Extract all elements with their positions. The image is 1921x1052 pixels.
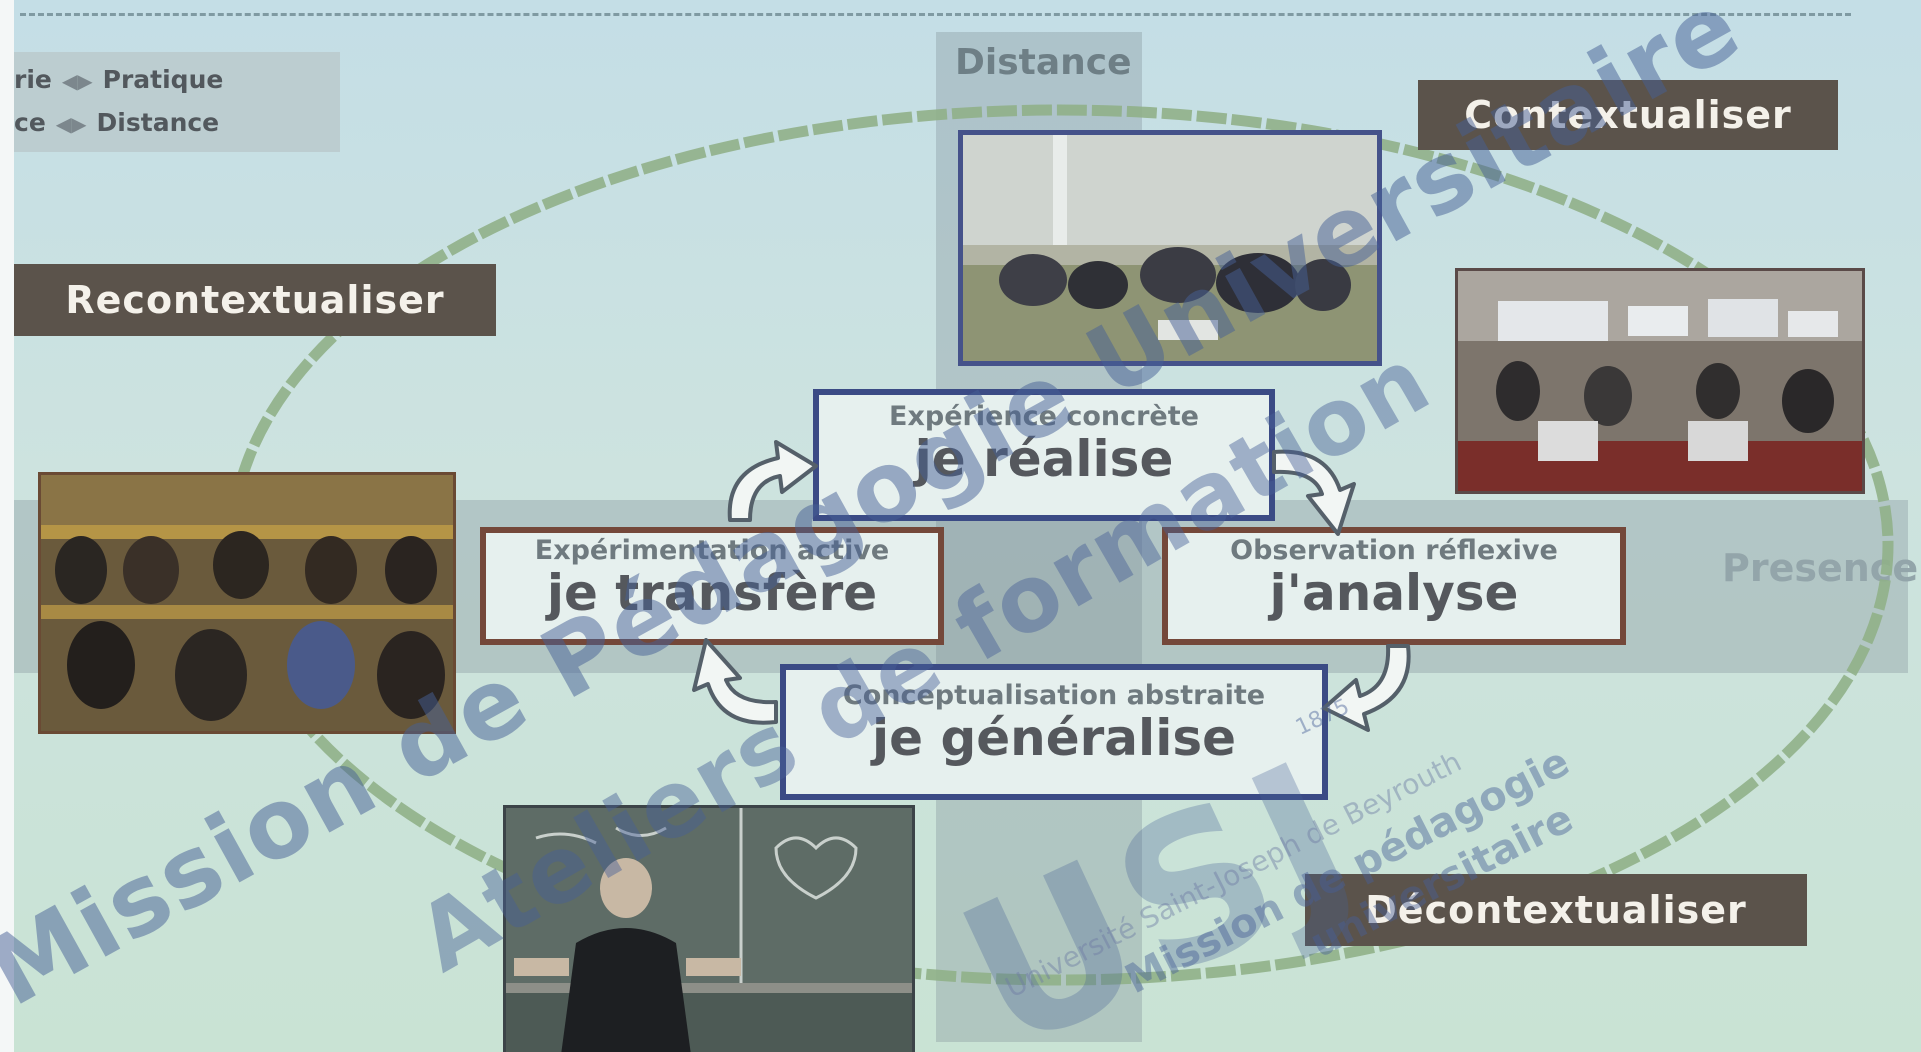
distance-label: Distance [955,42,1132,83]
curved-arrow-icon [727,440,818,522]
legend-panel: rie◀▶Pratique ce◀▶Distance [14,52,340,152]
cycle-step-action: je transfère [546,564,878,622]
curved-arrow-icon [1272,449,1356,536]
decontextualiser-label: Décontextualiser [1305,874,1807,946]
cycle-step-title: Expérience concrète [889,401,1199,432]
cycle-step-title: Expérimentation active [534,535,890,566]
legend-row-left: ce [14,108,46,137]
cycle-step-conceptualisation: Conceptualisation abstraite je généralis… [780,664,1328,800]
screen-edge [0,0,14,1052]
cycle-step-action: je généralise [871,709,1236,767]
photo-lecture-hall [38,472,456,734]
cycle-step-experience: Expérience concrète je réalise [813,389,1275,521]
photo-classroom-computers [1455,268,1865,494]
photo-outdoor-group [958,130,1382,366]
contextualiser-label: Contextualiser [1418,80,1838,150]
legend-row-right: Distance [96,108,220,137]
double-arrow-icon: ◀▶ [55,112,87,136]
legend-row-right: Pratique [102,65,224,94]
legend-row-pratique: rie ◀▶ Pratique [14,65,223,94]
cycle-step-action: j'analyse [1269,564,1519,622]
cycle-step-title: Conceptualisation abstraite [842,680,1266,711]
cycle-step-action: je réalise [914,430,1174,488]
legend-row-distance: ce ◀▶ Distance [14,108,219,137]
legend-row-left: rie [14,65,52,94]
double-arrow-icon: ◀▶ [61,69,93,93]
photo-teacher-blackboard [503,805,915,1052]
dashed-divider [20,13,1851,16]
curved-arrow-icon [1322,644,1411,732]
cycle-step-observation: Observation réflexive j'analyse [1162,527,1626,645]
cycle-step-experimentation: Expérimentation active je transfère [480,527,944,645]
curved-arrow-icon [692,638,778,725]
recontextualiser-label: Recontextualiser [14,264,496,336]
cycle-step-title: Observation réflexive [1230,535,1558,566]
